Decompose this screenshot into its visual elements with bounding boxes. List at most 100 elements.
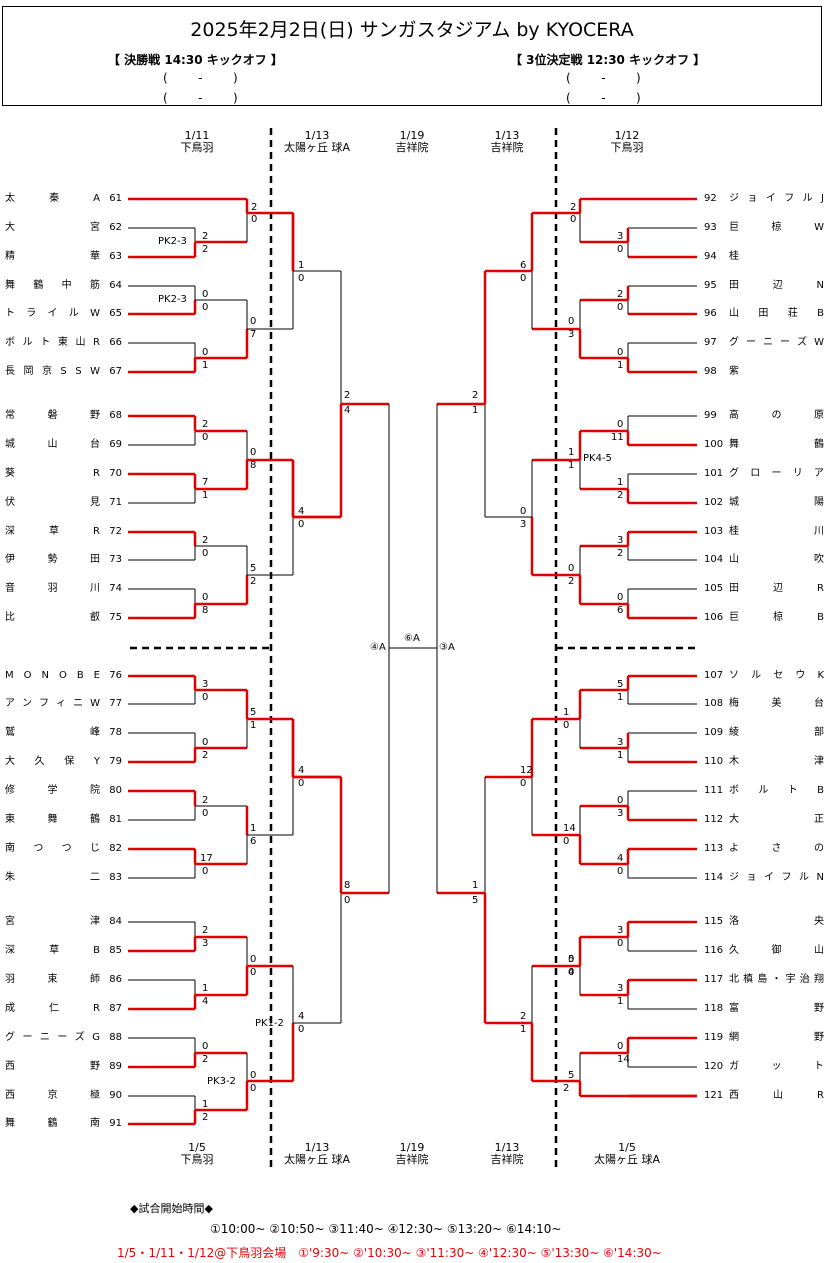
match-score: 0: [617, 866, 624, 877]
match-score: 1: [202, 1099, 209, 1110]
team-number: 77: [109, 698, 122, 709]
match-score: 0: [617, 938, 624, 949]
team-number: 65: [109, 308, 122, 319]
match-score: 5: [568, 1070, 575, 1081]
team-number: 116: [704, 945, 724, 956]
match-score: 2: [202, 419, 209, 430]
match-score: 2: [617, 548, 624, 559]
match-score: 0: [298, 273, 305, 284]
match-score: 6: [617, 605, 624, 616]
pk-label: PK1-2: [255, 1018, 284, 1029]
date-text: 1/19: [399, 1141, 425, 1154]
match-score: 2: [520, 1011, 527, 1022]
match-score: 7: [250, 329, 257, 340]
team-number: 69: [109, 439, 122, 450]
team-name: 洛央: [729, 916, 824, 927]
match-score: 0: [568, 967, 575, 978]
match-score: 14: [563, 823, 576, 834]
match-score: 2: [472, 390, 479, 401]
team-number: 118: [704, 1003, 724, 1014]
match-score: 0: [202, 432, 209, 443]
match-score: 1: [298, 260, 305, 271]
team-name: 城山台: [5, 439, 100, 450]
team-number: 115: [704, 916, 724, 927]
team-number: 121: [704, 1090, 724, 1101]
team-number: 97: [704, 337, 717, 348]
match-score: 0: [568, 563, 575, 574]
match-score: 0: [250, 447, 257, 458]
venue-code-right: ③A: [439, 642, 455, 653]
match-score: 4: [344, 405, 351, 416]
team-name: 東舞鶴: [5, 814, 100, 825]
match-score: 11: [611, 432, 624, 443]
match-score: 4: [568, 967, 575, 978]
match-score: 0: [202, 692, 209, 703]
match-score: 2: [202, 795, 209, 806]
match-score: 2: [202, 535, 209, 546]
match-score: 2: [202, 750, 209, 761]
team-name: 紫: [729, 366, 739, 377]
match-score: 0: [298, 519, 305, 530]
venue-text: 吉祥院: [490, 141, 524, 154]
team-name: 久御山: [729, 945, 824, 956]
match-score: 3: [520, 519, 527, 530]
match-score: 0: [202, 548, 209, 559]
match-score: 2: [202, 244, 209, 255]
team-number: 63: [109, 251, 122, 262]
match-score: 0: [568, 316, 575, 327]
match-score: 3: [202, 938, 209, 949]
team-number: 106: [704, 612, 724, 623]
venue-text: 下鳥羽: [180, 141, 214, 154]
team-number: 107: [704, 670, 724, 681]
team-number: 89: [109, 1061, 122, 1072]
team-number: 73: [109, 554, 122, 565]
match-score: 3: [617, 535, 624, 546]
match-score: 0: [563, 720, 570, 731]
match-score: 1: [202, 983, 209, 994]
match-score: 1: [472, 405, 479, 416]
match-score: 2: [617, 490, 624, 501]
match-score: 8: [250, 460, 257, 471]
match-score: 0: [202, 808, 209, 819]
team-number: 82: [109, 843, 122, 854]
venue-text: 太陽ヶ丘 球A: [593, 1153, 661, 1166]
match-score: 3: [617, 737, 624, 748]
team-number: 117: [704, 974, 724, 985]
match-score: 1: [563, 707, 570, 718]
team-name: 音羽川: [5, 583, 100, 594]
team-name: 舞鶴中筋: [5, 280, 100, 291]
team-number: 83: [109, 872, 122, 883]
